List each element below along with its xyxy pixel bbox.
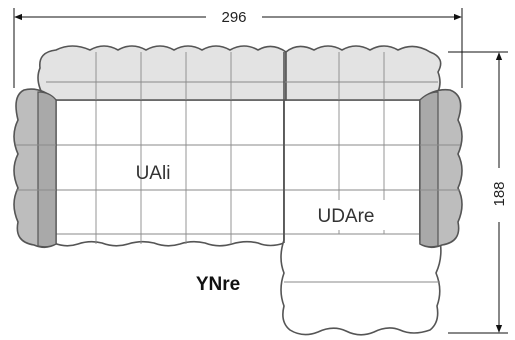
left-module-label: UAli [136,163,171,184]
backrest-left [37,45,287,101]
left-seat-module [53,99,285,247]
left-seat-cushion [53,99,285,247]
right-module-label: UDAre [317,206,374,227]
right-armrest [419,88,463,249]
depth-dimension: 188 [448,51,508,334]
left-armrest [13,88,57,249]
right-label-backdrop [304,200,388,230]
backrest [37,45,442,243]
width-dimension: 296 [13,8,463,88]
product-name: YNre [196,274,240,295]
width-value: 296 [221,9,246,26]
depth-value: 188 [491,181,508,206]
left-armrest-inner [37,91,57,248]
right-armrest-inner [419,91,439,248]
backrest-right [285,45,442,101]
